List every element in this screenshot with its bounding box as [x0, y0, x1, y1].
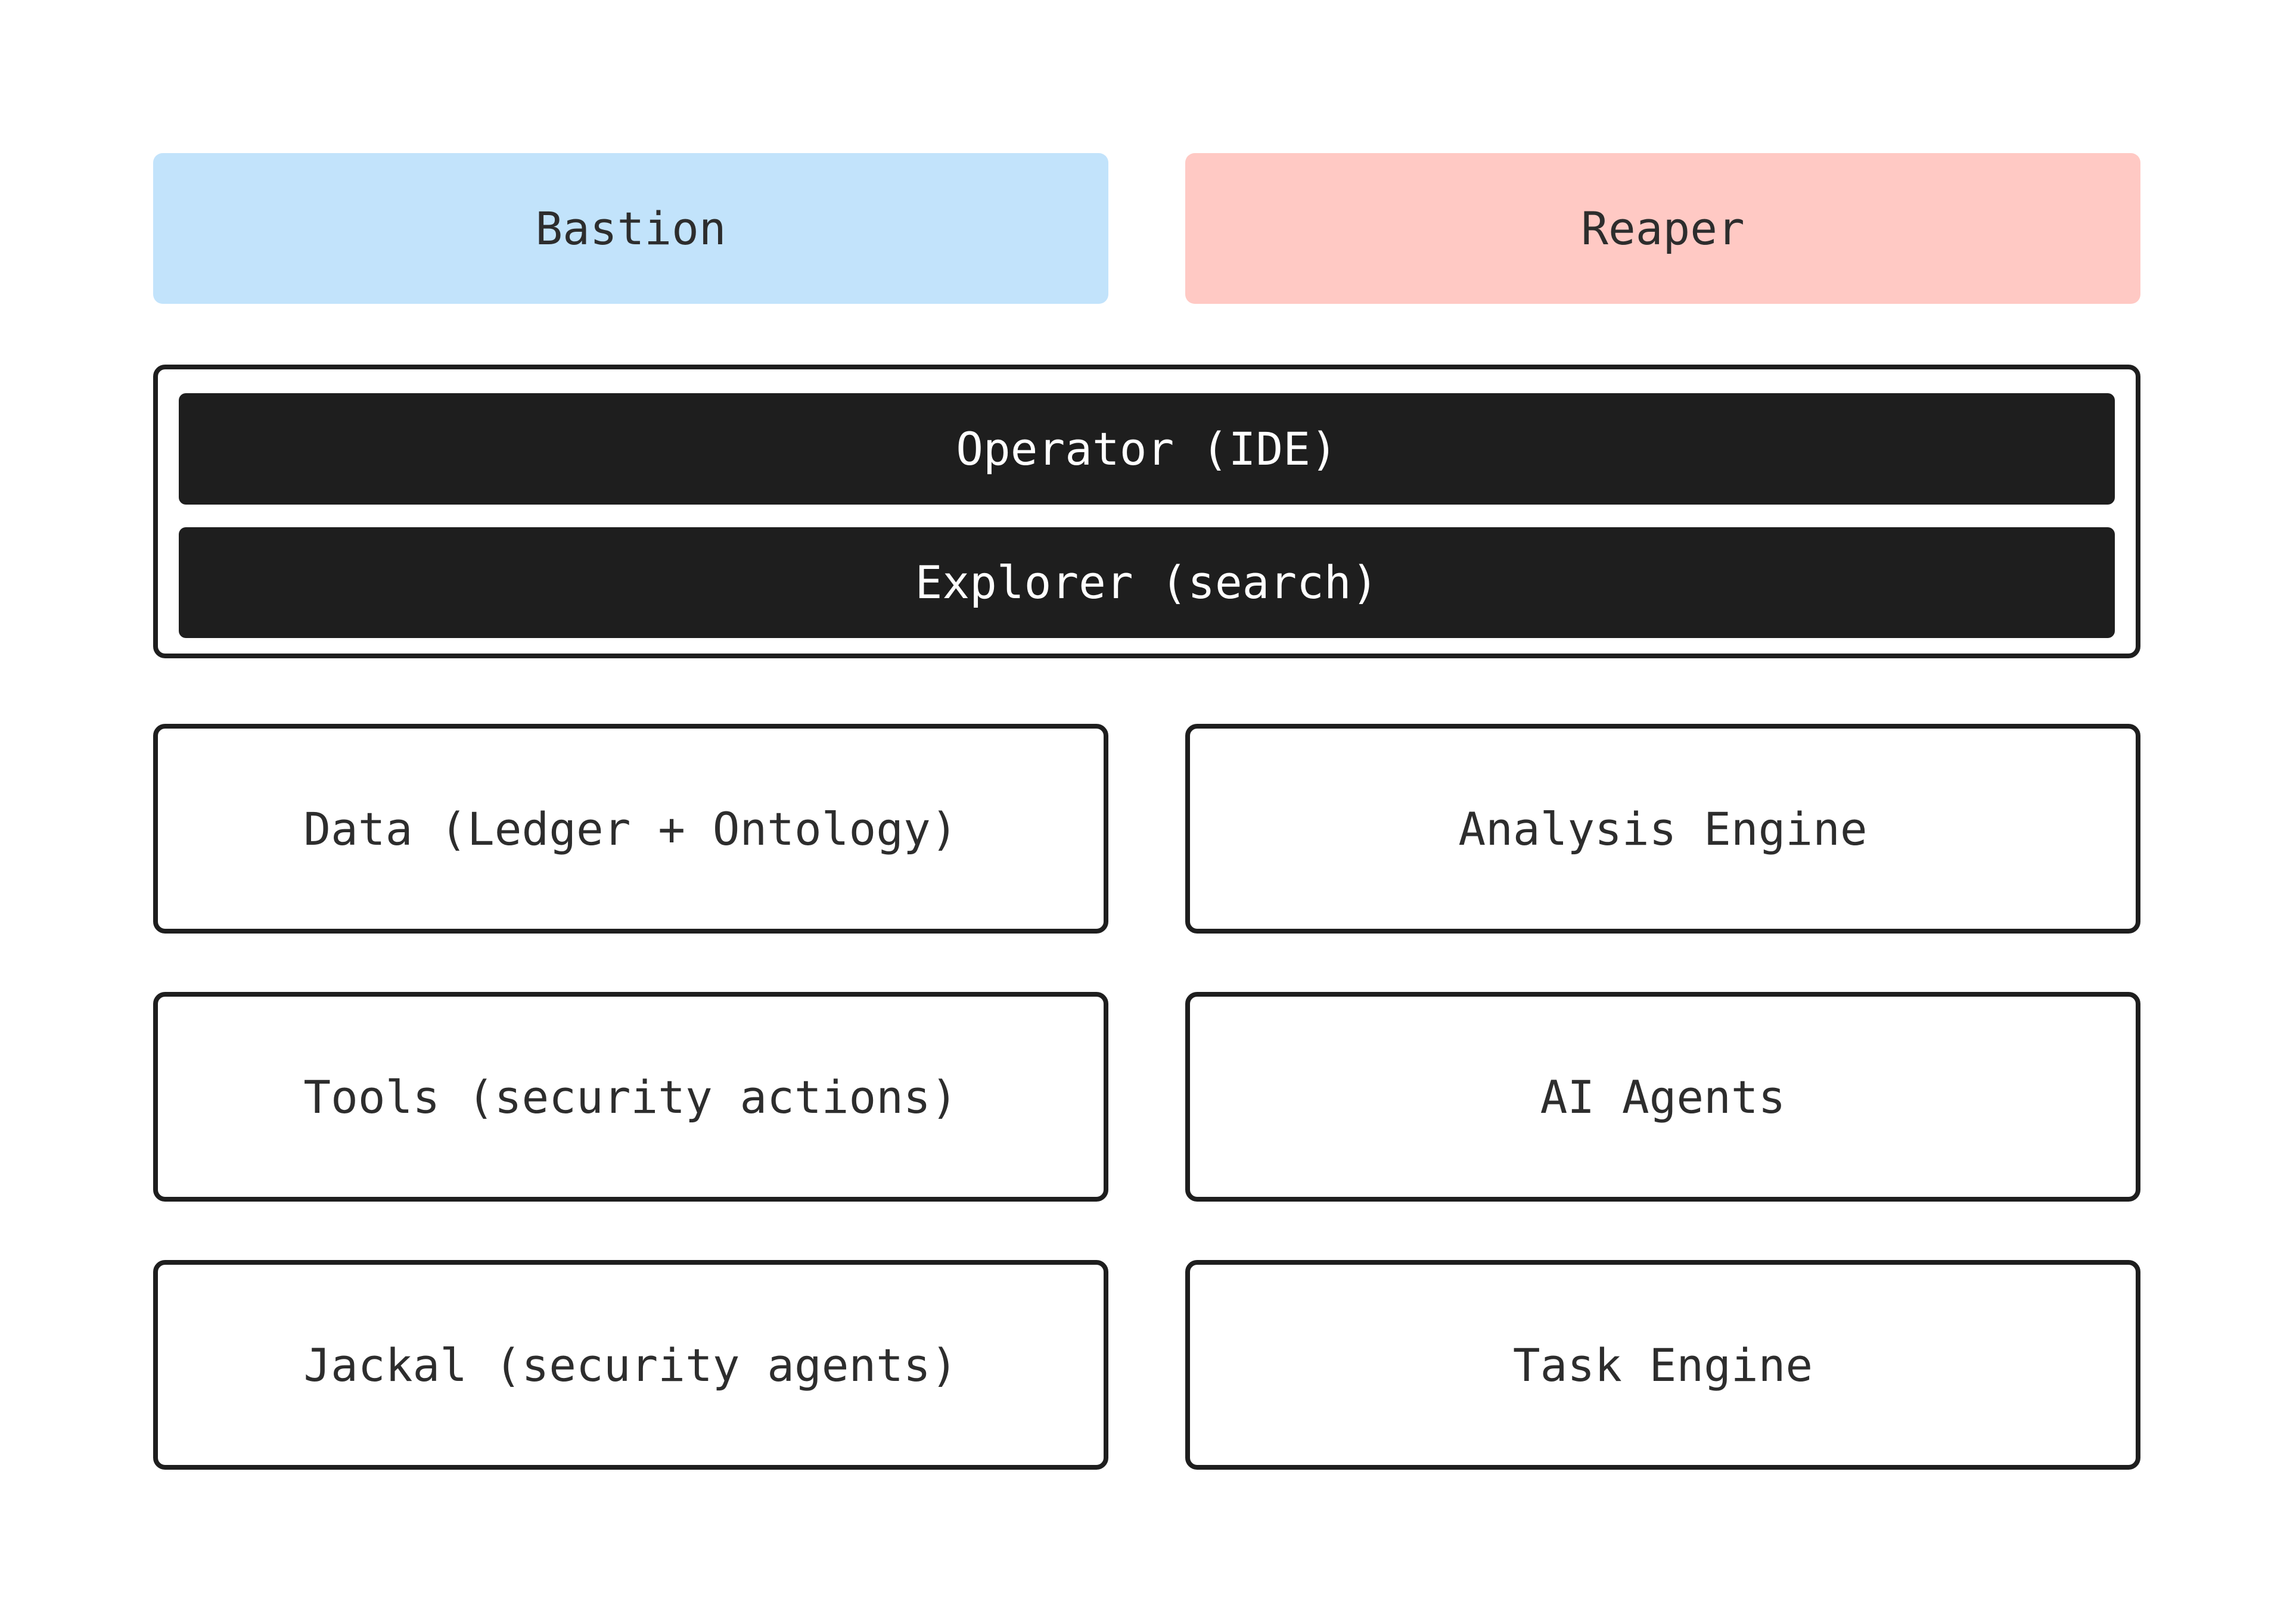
- reaper-header-box: Reaper: [1185, 153, 2140, 304]
- product-header-row: Bastion Reaper: [153, 153, 2140, 304]
- box-jackal-security-agents: Jackal (security agents): [153, 1260, 1108, 1470]
- box-data-ledger-ontology-label: Data (Ledger + Ontology): [303, 802, 958, 855]
- box-task-engine: Task Engine: [1185, 1260, 2140, 1470]
- box-ai-agents-label: AI Agents: [1540, 1070, 1786, 1124]
- box-task-engine-label: Task Engine: [1512, 1338, 1813, 1392]
- box-analysis-engine: Analysis Engine: [1185, 724, 2140, 934]
- shared-interface-panel: Operator (IDE) Explorer (search): [153, 365, 2140, 658]
- box-tools-security-actions-label: Tools (security actions): [303, 1070, 958, 1124]
- component-grid: Data (Ledger + Ontology) Analysis Engine…: [153, 724, 2140, 1470]
- bastion-header-box: Bastion: [153, 153, 1108, 304]
- box-data-ledger-ontology: Data (Ledger + Ontology): [153, 724, 1108, 934]
- box-tools-security-actions: Tools (security actions): [153, 992, 1108, 1202]
- box-ai-agents: AI Agents: [1185, 992, 2140, 1202]
- explorer-search-label: Explorer (search): [915, 556, 1379, 609]
- explorer-search-box: Explorer (search): [179, 527, 2115, 638]
- operator-ide-label: Operator (IDE): [956, 422, 1338, 475]
- bastion-label: Bastion: [535, 202, 726, 255]
- box-jackal-security-agents-label: Jackal (security agents): [303, 1338, 958, 1392]
- box-analysis-engine-label: Analysis Engine: [1458, 802, 1868, 855]
- operator-ide-box: Operator (IDE): [179, 393, 2115, 505]
- reaper-label: Reaper: [1581, 202, 1745, 255]
